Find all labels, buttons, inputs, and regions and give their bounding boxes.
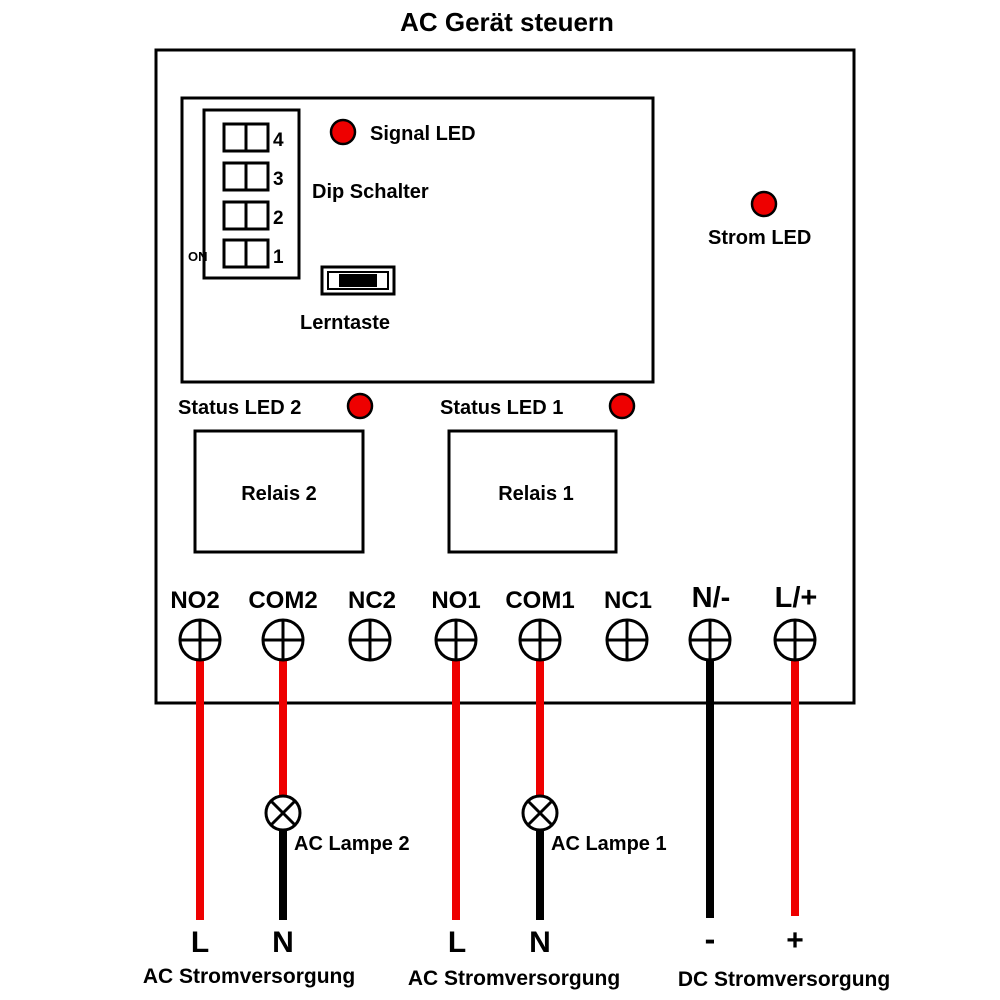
screw-terminal-nc2[interactable] (348, 618, 392, 662)
power-led-label: Strom LED (708, 227, 811, 249)
dip-switch-3[interactable] (222, 161, 270, 192)
lamp-1-icon (521, 794, 559, 832)
terminal-label-nc2: NC2 (348, 587, 396, 614)
terminal-label-com1: COM1 (505, 587, 574, 614)
learn-button-label: Lerntaste (300, 312, 390, 334)
lamp-1-label: AC Lampe 1 (551, 833, 667, 855)
relay-1-label: Relais 1 (498, 483, 574, 505)
terminal-label-no1: NO1 (431, 587, 480, 614)
supply-2-neutral-label: N (529, 926, 551, 959)
screw-terminal-l-plus[interactable] (773, 618, 817, 662)
dip-on-label: ON (188, 249, 208, 264)
dip-switch-2[interactable] (222, 200, 270, 231)
supply-2-live-label: L (448, 926, 466, 959)
terminal-label-n-minus: N/- (692, 582, 731, 614)
screw-terminal-no2[interactable] (178, 618, 222, 662)
dc-positive-label: + (786, 924, 804, 957)
dip-number-4: 4 (273, 130, 284, 151)
controller-housing (154, 48, 856, 705)
dip-switch-1[interactable] (222, 238, 270, 269)
ac-supply-1-label: AC Stromversorgung (143, 965, 355, 988)
dip-number-2: 2 (273, 208, 284, 229)
terminal-label-nc1: NC1 (604, 587, 652, 614)
dip-number-1: 1 (273, 247, 284, 268)
relay-2 (193, 429, 365, 554)
supply-1-live-label: L (191, 926, 209, 959)
screw-terminal-n-minus[interactable] (688, 618, 732, 662)
relay-1 (447, 429, 618, 554)
status-led-1 (608, 392, 636, 420)
terminal-label-com2: COM2 (248, 587, 317, 614)
terminal-label-no2: NO2 (170, 587, 219, 614)
dip-number-3: 3 (273, 169, 284, 190)
signal-led (329, 118, 357, 146)
dc-supply-label: DC Stromversorgung (678, 968, 890, 991)
dip-switch-housing (202, 108, 301, 280)
power-led (750, 190, 778, 218)
ac-supply-2-label: AC Stromversorgung (408, 967, 620, 990)
status-led-2 (346, 392, 374, 420)
dip-switch-4[interactable] (222, 122, 270, 153)
screw-terminal-nc1[interactable] (605, 618, 649, 662)
relay-2-label: Relais 2 (241, 483, 317, 505)
learn-button[interactable] (320, 265, 396, 296)
screw-terminal-no1[interactable] (434, 618, 478, 662)
screw-terminal-com1[interactable] (518, 618, 562, 662)
dc-negative-label: - (705, 921, 716, 957)
dip-switch-label: Dip Schalter (312, 181, 429, 203)
lamp-2-label: AC Lampe 2 (294, 833, 410, 855)
receiver-module (180, 96, 655, 384)
diagram-title: AC Gerät steuern (400, 7, 614, 37)
supply-1-neutral-label: N (272, 926, 294, 959)
screw-terminal-com2[interactable] (261, 618, 305, 662)
dip-switch[interactable]: 4 3 2 1 ON (188, 108, 301, 280)
signal-led-label: Signal LED (370, 123, 476, 145)
terminal-label-l-plus: L/+ (775, 582, 818, 614)
status-led-1-label: Status LED 1 (440, 397, 563, 419)
lamp-2-icon (264, 794, 302, 832)
status-led-2-label: Status LED 2 (178, 397, 301, 419)
